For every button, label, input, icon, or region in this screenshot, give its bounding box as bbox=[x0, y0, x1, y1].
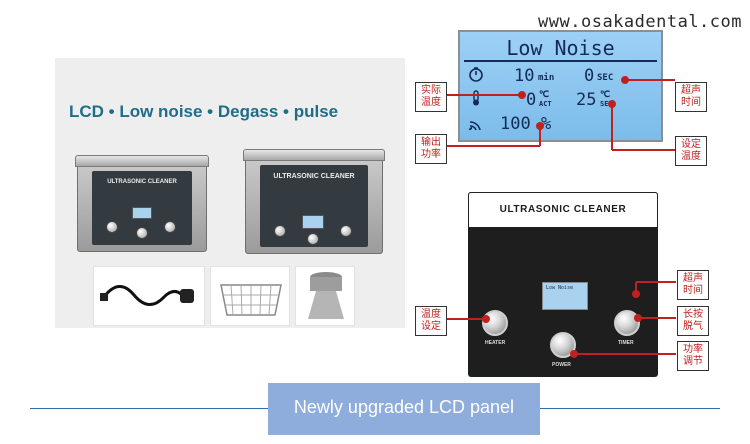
tank-lcd bbox=[302, 215, 324, 229]
tank-label: ULTRASONIC CLEANER bbox=[273, 173, 355, 180]
watermark: www.osakadental.com bbox=[538, 12, 742, 32]
tank-knob-left bbox=[274, 225, 286, 237]
tank-lcd bbox=[132, 207, 152, 219]
callout-output-power: 输出 功率 bbox=[415, 134, 447, 164]
signal-waves-icon bbox=[469, 121, 481, 131]
basket-icon bbox=[220, 284, 282, 316]
callout-temp-setting: 温度 设定 bbox=[415, 306, 447, 336]
control-panel-lcd-text: Low Noise bbox=[546, 285, 574, 291]
transducer-photo bbox=[295, 266, 355, 326]
tank-knob-middle bbox=[307, 233, 319, 245]
heater-label: HEATER bbox=[485, 340, 506, 346]
callout-ultrasonic-time-2: 超声 时间 bbox=[677, 270, 709, 300]
lcd-set-tag: SET bbox=[600, 100, 613, 108]
tank-front-panel: ULTRASONIC CLEANER bbox=[260, 165, 368, 247]
caption-text: Newly upgraded LCD panel bbox=[293, 397, 515, 417]
callout-actual-temp: 实际 温度 bbox=[415, 82, 447, 112]
tank-label: ULTRASONIC CLEANER bbox=[107, 179, 177, 185]
tank-rim bbox=[243, 149, 385, 161]
lcd-sec-unit: SEC bbox=[597, 73, 614, 83]
tank-knob-left bbox=[106, 221, 118, 233]
timer-knob[interactable] bbox=[614, 310, 640, 336]
basket-photo bbox=[210, 266, 290, 326]
lcd-set-unit: ℃ bbox=[600, 90, 611, 100]
ultrasonic-cleaner-large: ULTRASONIC CLEANER bbox=[243, 149, 385, 254]
lcd-time-value: 10 bbox=[514, 66, 535, 86]
lcd-title: Low Noise bbox=[506, 36, 615, 60]
tank-rim bbox=[75, 155, 209, 167]
callout-ultrasonic-time: 超声 时间 bbox=[675, 82, 707, 112]
power-label: POWER bbox=[552, 362, 571, 368]
tank-knob-middle bbox=[136, 227, 148, 239]
control-panel-title: ULTRASONIC CLEANER bbox=[499, 204, 627, 215]
tank-knob-right bbox=[340, 225, 352, 237]
control-panel: ULTRASONIC CLEANER Low Noise HEATER POWE… bbox=[468, 192, 658, 377]
feature-headline: LCD • Low noise • Degass • pulse bbox=[69, 102, 339, 121]
timer-label: TIMER bbox=[618, 340, 634, 346]
lcd-divider bbox=[464, 60, 657, 62]
control-panel-lcd: Low Noise bbox=[542, 282, 588, 310]
ultrasonic-cleaner-small: ULTRASONIC CLEANER bbox=[75, 155, 209, 252]
control-panel-header: ULTRASONIC CLEANER bbox=[468, 192, 658, 228]
lcd-sec-value: 0 bbox=[584, 66, 595, 86]
product-photo-panel: LCD • Low noise • Degass • pulse ULTRASO… bbox=[55, 58, 405, 328]
lcd-set-temp: 25 bbox=[576, 90, 597, 110]
callout-long-press-degas: 长按 脱气 bbox=[677, 306, 709, 336]
caption-banner: Newly upgraded LCD panel bbox=[268, 383, 540, 435]
heater-knob[interactable] bbox=[482, 310, 508, 336]
power-cord-icon bbox=[100, 285, 194, 306]
power-cord-photo bbox=[93, 266, 205, 326]
timer-icon bbox=[469, 67, 483, 82]
callout-power-adjust: 功率 调节 bbox=[677, 341, 709, 371]
lcd-actual-unit: ℃ bbox=[539, 90, 550, 100]
tank-front-panel: ULTRASONIC CLEANER bbox=[92, 171, 192, 245]
lcd-actual-tag: ACT bbox=[539, 100, 552, 108]
transducer-icon bbox=[308, 272, 344, 319]
lcd-time-unit: min bbox=[538, 73, 555, 83]
tank-knob-right bbox=[164, 221, 176, 233]
lcd-display-closeup: Low Noise 10 min 0 SEC 0 ℃ ACT 25 ℃ SET … bbox=[458, 30, 663, 142]
callout-set-temp: 设定 温度 bbox=[675, 136, 707, 166]
lcd-actual-temp: 0 bbox=[526, 90, 537, 110]
